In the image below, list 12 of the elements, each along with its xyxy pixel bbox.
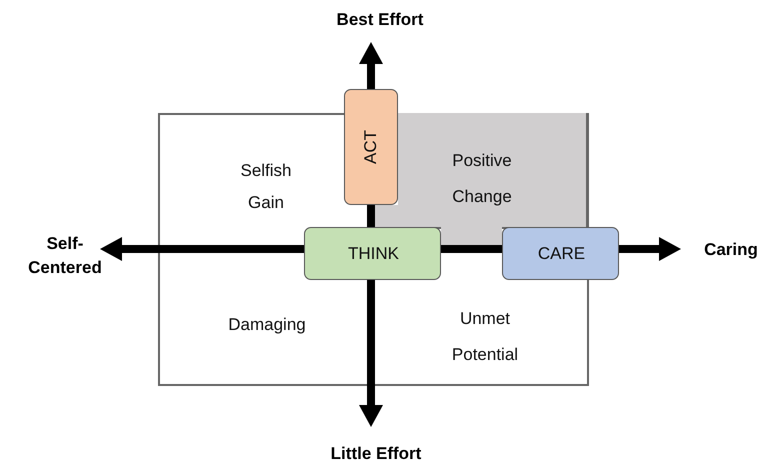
axis-label: Little Effort: [330, 443, 422, 465]
quadrant-label: Unmet Potential: [450, 308, 520, 366]
quadrant-frame: [158, 113, 589, 386]
quadrant-label: Positive Change: [451, 150, 513, 208]
box-label: ACT: [361, 130, 381, 164]
quadrant-label: Damaging: [227, 314, 307, 336]
quadrant-panel: [398, 113, 588, 229]
axis-label: Caring: [703, 239, 759, 261]
axis-label: Self- Centered: [27, 233, 103, 279]
axis-label: Best Effort: [336, 9, 424, 31]
act-box: [344, 89, 398, 205]
quadrant-label: Selfish Gain: [239, 160, 293, 214]
